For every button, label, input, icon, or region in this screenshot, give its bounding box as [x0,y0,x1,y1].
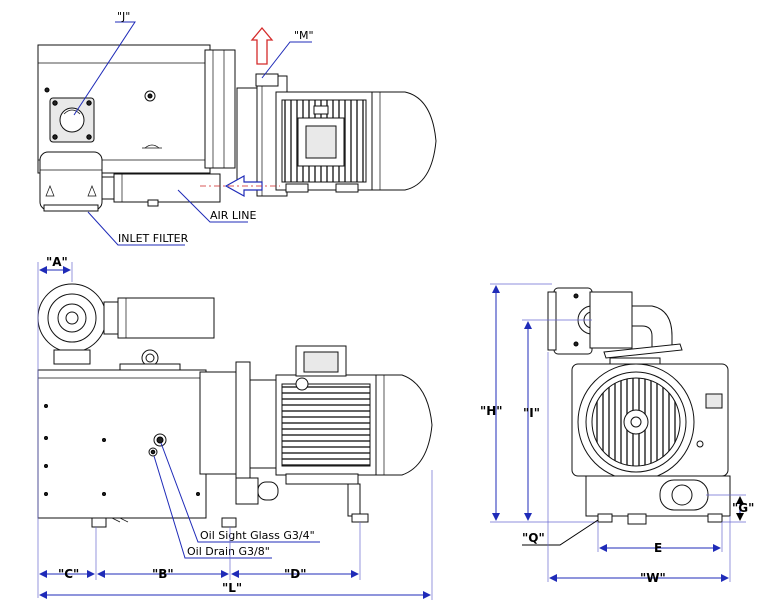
end-belt [603,343,683,359]
label-m: "M" [294,29,314,42]
side-filter-stand [53,349,91,365]
end-base [585,475,731,517]
end-foot [597,513,613,523]
top-fan-cover [371,91,437,191]
top-lifting-eye [144,144,160,149]
side-foot [91,517,107,528]
top-screw [44,87,50,93]
leader-oil-drain [153,455,272,559]
side-view: Oil Sight Glass G3/4" Oil Drain G3/8" "A… [37,255,433,600]
dim-i: "I" [523,406,540,420]
end-filter-body [589,291,633,349]
side-valve [235,477,259,505]
top-airline-collar [101,176,115,200]
end-foot [707,513,723,523]
dim-l: "L" [222,581,242,595]
leader-q [522,519,599,546]
label-oil-drain: Oil Drain G3/8" [187,545,270,558]
label-air-line: AIR LINE [210,209,257,222]
leader-m [261,41,312,79]
top-view: "J" "M" AIR LINE INLET FILTER [37,10,437,246]
side-housing-flange [199,371,239,475]
dim-b: "B" [152,567,174,581]
label-oil-sight-glass: Oil Sight Glass G3/4" [200,529,315,542]
side-motor-foot [347,483,361,517]
dim-h: "H" [480,404,503,418]
label-j: "J" [117,10,130,23]
side-air-line [117,297,215,339]
label-inlet-filter: INLET FILTER [118,232,189,245]
side-fan-cover [375,374,433,476]
top-inlet-filter [39,151,103,211]
end-elbow [631,305,673,351]
leader-oil-sight [160,442,320,543]
leader-air-line [177,189,248,223]
dim-w: "W" [640,571,666,585]
side-foot [221,517,237,528]
dim-e: E [654,541,662,555]
exhaust-arrow [250,26,274,65]
side-pump-housing [37,369,207,519]
dim-g: "G" [732,501,754,515]
side-motor-fins [281,383,371,467]
leader-inlet-filter [87,211,185,246]
top-coupling [236,87,258,185]
dim-d: "D" [284,567,306,581]
leader-j [73,21,136,116]
top-housing-flange [204,49,236,169]
top-air-line [113,173,221,203]
dim-c: "C" [58,567,79,581]
dim-a: "A" [46,255,68,269]
end-view: "H" "I" "G" "Q" E "W" [480,283,754,585]
side-motor-base [285,473,359,485]
dim-q: "Q" [522,531,545,545]
